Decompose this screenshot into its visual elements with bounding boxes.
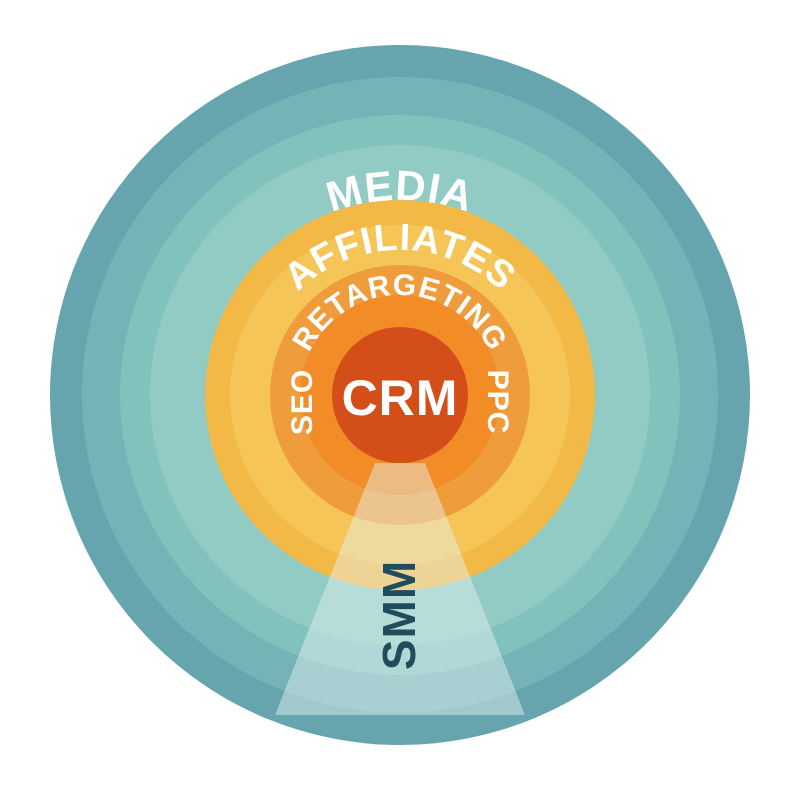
ppc-label: PPC bbox=[481, 370, 514, 435]
crm-core bbox=[332, 327, 468, 463]
smm-beam bbox=[275, 463, 525, 715]
seo-label: SEO bbox=[286, 369, 319, 435]
crm-label: CRM bbox=[342, 370, 459, 426]
smm-label: SMM bbox=[373, 560, 425, 670]
